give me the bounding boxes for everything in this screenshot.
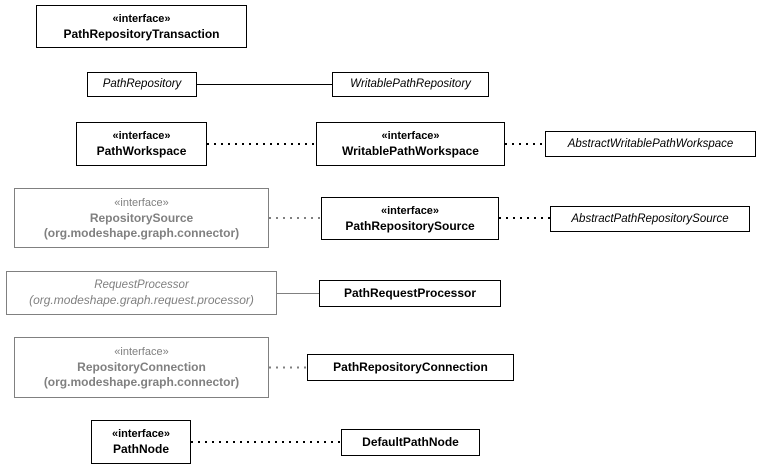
node-path-request-processor[interactable]: PathRequestProcessor	[319, 280, 501, 307]
node-path-repository[interactable]: PathRepository	[87, 72, 197, 97]
stereotype-label: «interface»	[380, 204, 440, 217]
node-writable-path-repository[interactable]: WritablePathRepository	[332, 72, 489, 97]
node-abstract-path-repository-source[interactable]: AbstractPathRepositorySource	[550, 206, 750, 232]
class-name: PathNode	[112, 442, 169, 456]
class-name: PathWorkspace	[96, 144, 187, 158]
node-repository-source[interactable]: «interface» RepositorySource (org.modesh…	[14, 188, 269, 248]
class-name: AbstractWritablePathWorkspace	[567, 137, 734, 150]
class-name: PathRepositoryTransaction	[63, 26, 220, 41]
class-name: AbstractPathRepositorySource	[571, 212, 729, 225]
stereotype-label: «interface»	[111, 428, 171, 440]
node-default-path-node[interactable]: DefaultPathNode	[341, 429, 480, 456]
stereotype-label: «interface»	[114, 346, 169, 358]
node-writable-path-workspace[interactable]: «interface» WritablePathWorkspace	[316, 122, 505, 166]
class-name: DefaultPathNode	[362, 435, 459, 449]
class-name: WritablePathWorkspace	[342, 144, 479, 158]
node-path-repository-source[interactable]: «interface» PathRepositorySource	[321, 197, 499, 240]
stereotype-label: «interface»	[381, 130, 440, 142]
package-label: (org.modeshape.graph.connector)	[43, 375, 240, 389]
node-request-processor[interactable]: RequestProcessor (org.modeshape.graph.re…	[6, 271, 277, 315]
node-path-repository-transaction[interactable]: «interface» PathRepositoryTransaction	[36, 5, 247, 48]
class-name: WritablePathRepository	[350, 78, 471, 90]
class-name: PathRepositoryConnection	[333, 360, 488, 374]
class-name: RepositorySource	[89, 210, 194, 225]
node-path-node[interactable]: «interface» PathNode	[91, 420, 191, 464]
package-label: (org.modeshape.graph.request.processor)	[29, 293, 254, 307]
node-path-workspace[interactable]: «interface» PathWorkspace	[76, 122, 207, 166]
node-abstract-writable-path-workspace[interactable]: AbstractWritablePathWorkspace	[545, 131, 756, 157]
class-name: PathRepository	[102, 78, 182, 90]
node-path-repository-connection[interactable]: PathRepositoryConnection	[307, 354, 514, 381]
node-repository-connection[interactable]: «interface» RepositoryConnection (org.mo…	[14, 337, 269, 398]
stereotype-label: «interface»	[114, 196, 169, 209]
stereotype-label: «interface»	[112, 12, 171, 25]
class-name: RepositoryConnection	[77, 360, 206, 374]
class-name: PathRequestProcessor	[343, 286, 477, 300]
class-name: PathRepositorySource	[345, 218, 475, 233]
stereotype-label: «interface»	[112, 130, 171, 142]
package-label: (org.modeshape.graph.connector)	[43, 225, 240, 240]
class-name: RequestProcessor	[94, 279, 189, 291]
